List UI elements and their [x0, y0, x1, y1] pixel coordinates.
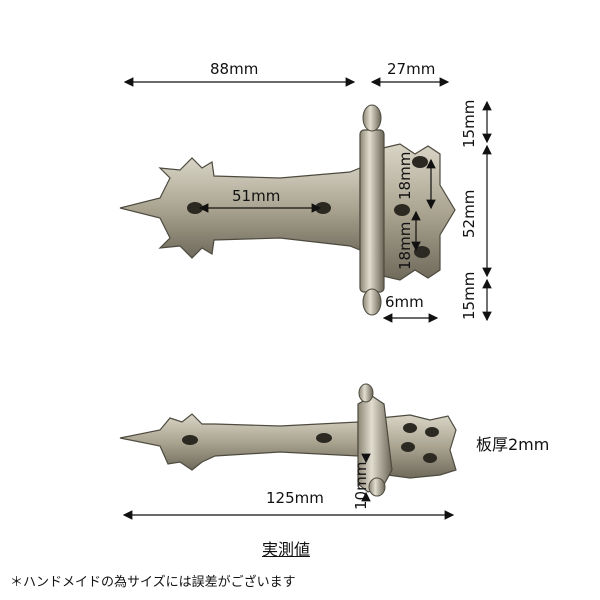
dim-15mm-top: 15mm [460, 100, 478, 148]
dim-6mm: 6mm [385, 293, 424, 311]
finial-top [358, 383, 374, 403]
screw-hole [403, 423, 417, 433]
screw-hole [423, 453, 437, 463]
dim-52mm: 52mm [460, 190, 478, 238]
screw-hole [394, 204, 410, 216]
finial-top [362, 104, 382, 132]
hinge-side-knuckle [357, 395, 393, 493]
screw-hole [401, 442, 415, 452]
screw-hole [182, 435, 198, 445]
dimension-lines-bottom [122, 453, 455, 520]
dim-88mm: 88mm [210, 60, 258, 78]
caption-measured: 実測値 [262, 540, 311, 559]
dim-18mm-upper: 18mm [396, 152, 414, 200]
hinge-front-view [119, 104, 456, 316]
dim-51mm: 51mm [232, 187, 280, 205]
handmade-note: ＊ハンドメイドの為サイズには誤差がございます [10, 575, 296, 590]
thickness-label: 板厚2mm [476, 435, 550, 454]
dim-125mm: 125mm [266, 489, 324, 507]
screw-hole [425, 427, 439, 437]
hinge-side-view [119, 383, 457, 497]
finial-bottom [362, 288, 382, 316]
dim-27mm: 27mm [387, 60, 435, 78]
screw-hole [316, 433, 332, 443]
hinge-knuckle [359, 129, 385, 293]
dimension-lines-top [123, 77, 492, 323]
dim-10mm: 10mm [352, 462, 370, 510]
finial-bottom [368, 477, 386, 497]
dim-15mm-bottom: 15mm [460, 272, 478, 320]
dim-18mm-lower: 18mm [396, 222, 414, 270]
screw-hole [412, 156, 428, 168]
